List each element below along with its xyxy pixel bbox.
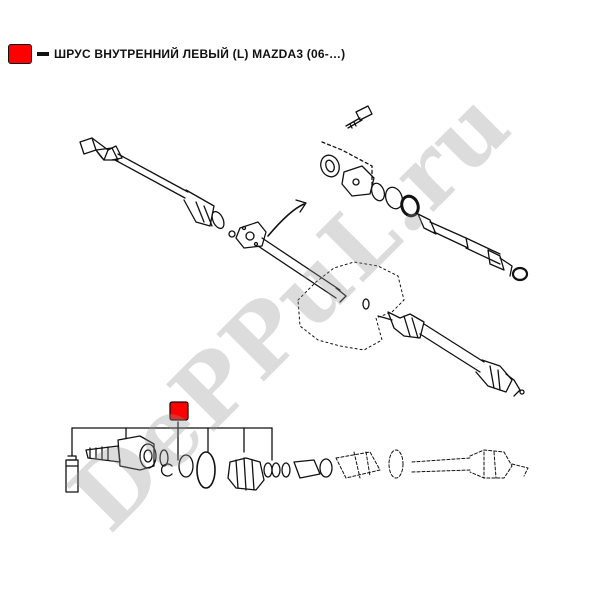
upper-left-shaft	[79, 137, 236, 238]
highlight-marker	[169, 401, 189, 421]
exploded-parts-row	[65, 421, 529, 493]
intermediate-shaft	[235, 199, 347, 303]
legend-dash	[37, 52, 49, 56]
legend-red-swatch	[8, 44, 32, 64]
legend-header: ШРУС ВНУТРЕННИЙ ЛЕВЫЙ (L) MAZDA3 (06-…)	[8, 42, 345, 66]
page-title: ШРУС ВНУТРЕННИЙ ЛЕВЫЙ (L) MAZDA3 (06-…)	[54, 47, 346, 61]
lower-right-shaft	[362, 298, 525, 397]
housing-outline	[297, 261, 405, 351]
upper-right-assembly	[320, 105, 529, 282]
